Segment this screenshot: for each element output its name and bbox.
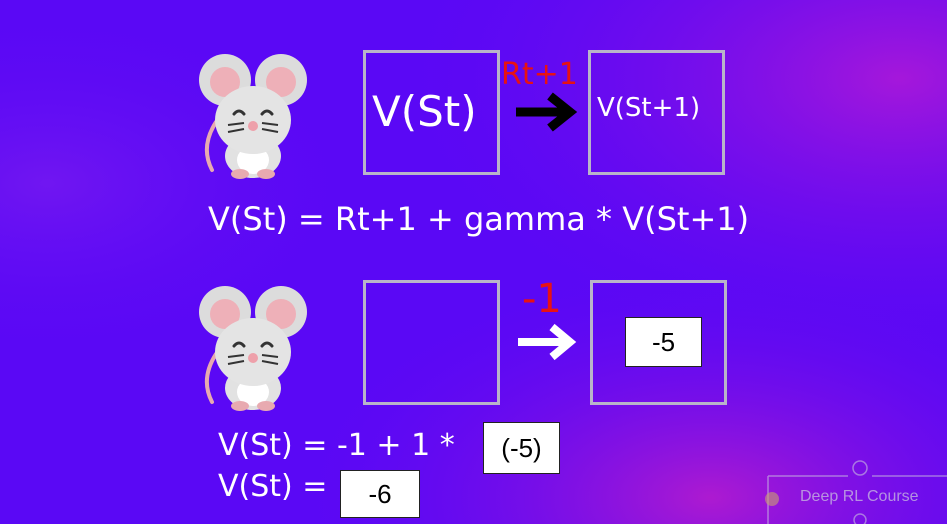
next-state-cell: -5 <box>590 280 727 405</box>
next-state-value: -5 <box>625 317 702 367</box>
reward-label: Rt+1 <box>501 57 578 92</box>
mouse-icon <box>199 54 307 179</box>
current-state-cell: V(St) <box>363 50 500 175</box>
calc-line-2: V(St) = <box>218 469 328 504</box>
calc-line-1-value: (-5) <box>483 422 560 474</box>
arrow-right-icon <box>518 323 577 361</box>
bellman-equation: V(St) = Rt+1 + gamma * V(St+1) <box>208 200 750 238</box>
current-state-label: V(St) <box>372 87 477 136</box>
course-logo-text: Deep RL Course <box>800 488 919 505</box>
mouse-icon <box>199 286 307 411</box>
calc-line-2-value: -6 <box>340 470 420 518</box>
course-logo <box>765 460 947 524</box>
current-state-cell <box>363 280 500 405</box>
arrow-right-icon <box>516 92 578 132</box>
next-state-label: V(St+1) <box>597 93 701 123</box>
next-state-cell: V(St+1) <box>588 50 725 175</box>
reward-label: -1 <box>522 276 562 322</box>
calc-line-1: V(St) = -1 + 1 * <box>218 428 455 463</box>
